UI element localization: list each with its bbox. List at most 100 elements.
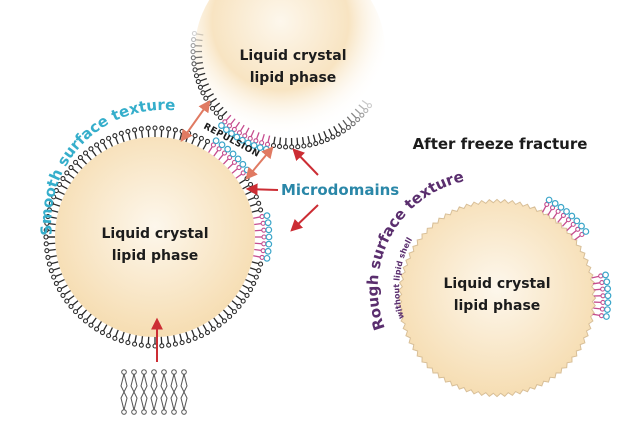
microdomains-label: Microdomains (281, 181, 399, 199)
lipid-tail (222, 309, 229, 316)
lipid-tail (60, 284, 68, 290)
lipid-head (258, 261, 264, 267)
lipid-head (261, 227, 267, 233)
lipid-tail (312, 134, 316, 142)
lipid-head (46, 207, 52, 213)
lipid-molecule (197, 83, 210, 90)
microdomain-head (218, 122, 225, 129)
lipid-head (240, 298, 246, 304)
lipid-head (247, 286, 254, 293)
left-vesicle-label-line2: lipid phase (112, 248, 199, 264)
lipid-head (319, 139, 325, 145)
lipid-molecule (138, 126, 144, 138)
lipid-tail (55, 273, 63, 277)
lipid-head (200, 90, 206, 96)
microdomain-lipid (259, 133, 265, 146)
lipid-tail (227, 304, 234, 311)
lipid-tail (196, 327, 202, 335)
lipid-molecule (307, 136, 313, 148)
bilayer-head-top (161, 369, 167, 375)
lipid-molecule (45, 254, 57, 260)
lipid-head (46, 261, 52, 267)
lipid-tail (108, 327, 114, 335)
lipid-tail (86, 154, 92, 161)
lipid-head (94, 142, 100, 148)
lipid-tail (91, 150, 97, 157)
bilayer-tail-top (160, 373, 168, 394)
microdomain-head (234, 155, 242, 163)
lipid-head (190, 43, 196, 49)
lipid-head (192, 67, 198, 73)
lipid-head (210, 326, 216, 332)
bilayer-tail-bottom (160, 390, 168, 411)
microdomain-head (244, 139, 252, 147)
lipid-molecule (295, 137, 301, 150)
after-freeze-fracture-title: After freeze fracture (413, 135, 588, 153)
microdomain-head (222, 126, 230, 134)
lipid-molecule (43, 227, 56, 233)
lipid-head (197, 84, 203, 90)
lipid-molecule (239, 290, 250, 298)
microdomain-head (264, 247, 272, 255)
lipid-molecule (283, 137, 289, 150)
lipid-head (227, 154, 233, 161)
lipid-molecule (346, 116, 356, 127)
bilayer-tail-top (150, 373, 158, 394)
microdomain-head (582, 228, 590, 235)
microdomain-lipid (574, 231, 585, 241)
right-vesicle: Liquid crystal lipid phase (397, 196, 612, 398)
lipid-head (191, 36, 197, 43)
lipid-tail (342, 119, 348, 127)
lipid-tail (198, 72, 206, 76)
lipid-head (345, 124, 351, 131)
lipid-molecule (213, 106, 224, 116)
lipid-tail (253, 255, 261, 258)
lipid-tail (318, 132, 322, 141)
microdomain-arrow-top (292, 148, 319, 176)
lipid-head (112, 133, 118, 139)
lipid-molecule (213, 317, 222, 328)
microdomain-head (239, 136, 246, 144)
lipid-head (43, 227, 49, 233)
lipid-molecule (242, 284, 254, 293)
bilayer-head-bottom (161, 409, 167, 415)
lipid-tail (251, 209, 259, 213)
lipid-molecule (235, 295, 246, 304)
lipid-tail (102, 324, 108, 332)
lipid-tail (72, 300, 79, 306)
lipid-molecule (159, 336, 165, 349)
lipid-tail (225, 114, 232, 121)
lipid-head (600, 293, 606, 299)
lipid-head (355, 116, 361, 123)
top-vesicle-label-line1: Liquid crystal (239, 48, 346, 64)
lipid-head (51, 274, 57, 280)
lipid-tail (140, 130, 144, 138)
lipid-head (112, 335, 118, 341)
microdomain-head (265, 226, 273, 234)
lipid-tail (218, 154, 224, 161)
microdomain-head (263, 254, 271, 262)
bilayer-tail-bottom (150, 390, 158, 411)
microdomain-head (604, 292, 612, 300)
lipid-head (203, 95, 209, 101)
lipid-head (301, 143, 307, 149)
lipid-head (579, 231, 585, 238)
lipid-tail (561, 220, 568, 227)
microdomain-head (551, 200, 559, 207)
lipid-head (88, 322, 94, 328)
lipid-molecule (43, 241, 56, 247)
lipid-tail (48, 222, 56, 226)
lipid-molecule (112, 133, 119, 145)
lipid-molecule (251, 261, 264, 267)
lipid-molecule (48, 200, 61, 207)
lipid-tail (115, 137, 119, 145)
lipid-tail (267, 135, 271, 143)
lipid-head (598, 313, 605, 319)
lipid-tail (210, 97, 217, 103)
lipid-head (179, 340, 185, 346)
microdomain-lipid (547, 205, 556, 216)
lipid-head (72, 309, 79, 315)
lipid-tail (249, 203, 257, 207)
lipid-head (600, 286, 606, 292)
lipid-molecule (249, 267, 262, 274)
